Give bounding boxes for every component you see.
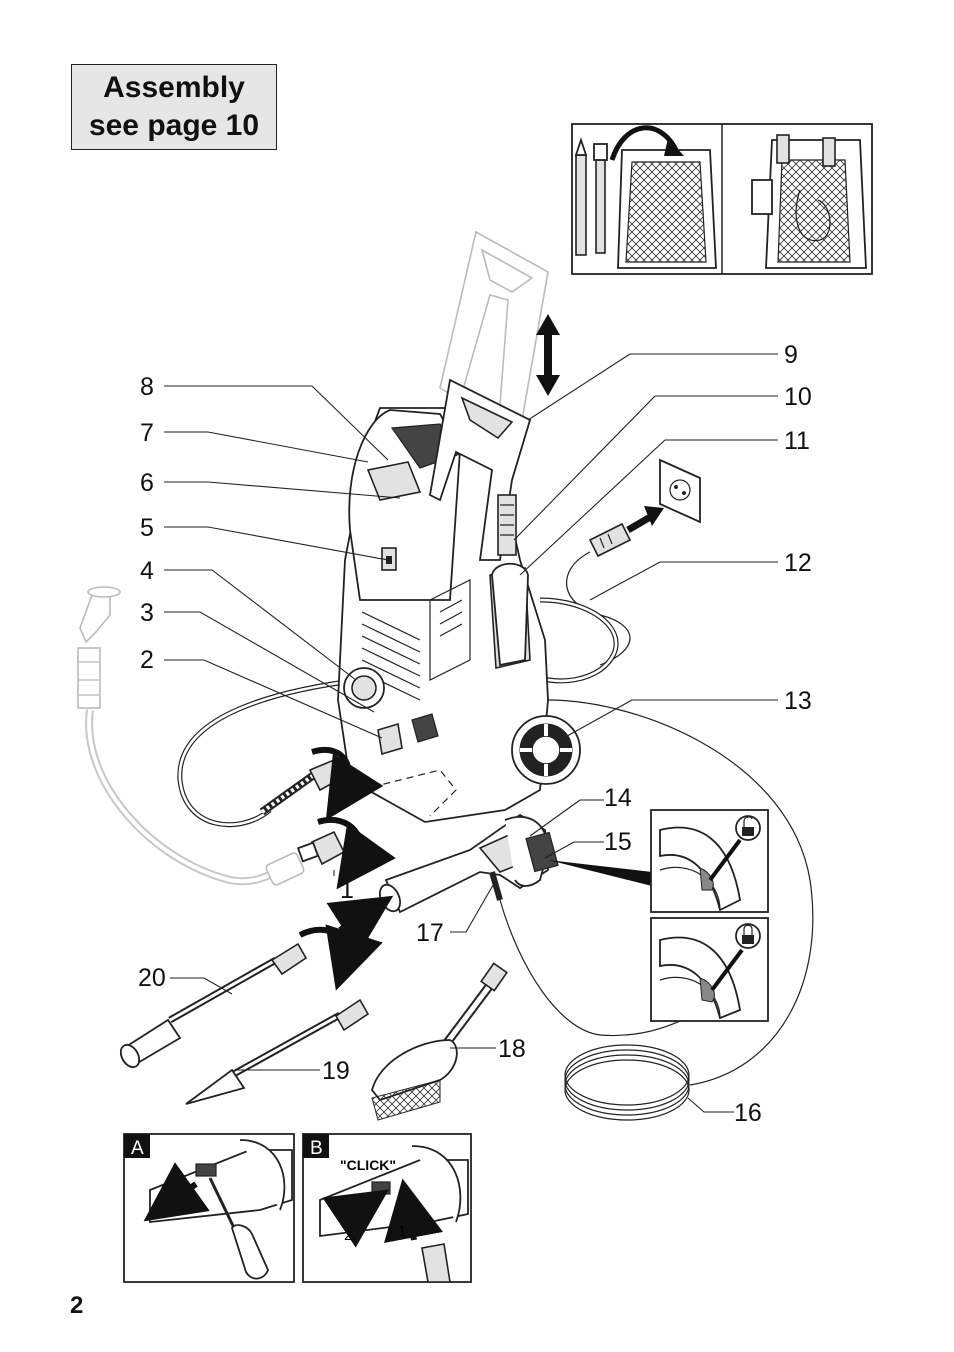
locked-padlock-icon <box>735 923 761 949</box>
cable-hook <box>497 494 517 556</box>
grille <box>361 611 421 701</box>
page-number: 2 <box>70 1292 84 1319</box>
callout-1: 1 <box>340 876 354 904</box>
rotate-arrow-lance <box>298 924 383 991</box>
storage-inset <box>571 123 873 275</box>
power-plug <box>588 522 632 558</box>
storage-inset-left <box>574 125 717 269</box>
callout-16: 16 <box>734 1099 762 1127</box>
safety-catch-unlocked-inset <box>650 809 769 913</box>
step2-arrow <box>322 1189 389 1248</box>
callout-19: 19 <box>322 1057 350 1085</box>
callout-numbers: 1 2 3 4 5 6 7 8 9 10 11 12 13 14 15 16 1… <box>138 341 812 1127</box>
callout-10: 10 <box>784 383 812 411</box>
inset-a: A <box>123 1133 295 1283</box>
trigger-gun <box>379 813 559 914</box>
water-faucet <box>77 586 121 709</box>
callout-20: 20 <box>138 964 166 992</box>
assembly-note: Assembly see page 10 <box>71 64 277 150</box>
storage-inset-right <box>751 134 867 269</box>
garden-hose-coupling <box>265 852 305 886</box>
click-text: "CLICK" <box>340 1157 396 1173</box>
callout-5: 5 <box>140 514 154 542</box>
callout-17: 17 <box>416 919 444 947</box>
power-cord <box>566 551 631 666</box>
callout-2: 2 <box>140 646 154 674</box>
hose-coil <box>564 1044 690 1121</box>
step2-label: 2. <box>344 1227 357 1244</box>
rotate-arrow-hose <box>311 747 384 821</box>
assembly-note-line1: Assembly <box>103 71 245 104</box>
water-inlet <box>377 722 403 756</box>
rotate-arrow-inlet <box>317 817 396 890</box>
pressure-washer-unit <box>337 378 581 823</box>
callout-8: 8 <box>140 373 154 401</box>
inset-b-label: B <box>310 1138 323 1159</box>
callout-11: 11 <box>784 427 810 455</box>
callout-12: 12 <box>784 549 812 577</box>
inset-a-label: A <box>131 1138 144 1159</box>
hose-hook <box>491 562 529 667</box>
callout-14: 14 <box>604 784 632 812</box>
callout-4: 4 <box>140 557 154 585</box>
callout-6: 6 <box>140 469 154 497</box>
dirt-blaster-lance <box>185 998 370 1105</box>
remove-arrow <box>143 1162 210 1222</box>
on-off-switch <box>343 667 385 709</box>
step1-arrow <box>384 1178 444 1244</box>
plug-direction-arrow <box>626 506 664 534</box>
inlet-coupling <box>296 830 346 866</box>
inset-b: B "CLICK" 2. 1. <box>302 1133 472 1283</box>
callout-9: 9 <box>784 341 798 369</box>
wheel <box>511 715 581 785</box>
wall-socket <box>659 458 701 524</box>
handle-extended <box>439 230 549 422</box>
callout-7: 7 <box>140 419 154 447</box>
unlocked-padlock-icon <box>735 815 761 841</box>
callout-18: 18 <box>498 1035 526 1063</box>
insert-arrow-gun <box>326 895 394 954</box>
assembly-note-line2: see page 10 <box>88 109 260 142</box>
safety-catch-locked-inset <box>650 917 769 1022</box>
high-pressure-outlet <box>411 713 439 743</box>
leader-lines <box>164 353 778 1113</box>
vario-power-lance <box>119 942 308 1069</box>
handle-adjust-arrow <box>536 314 560 396</box>
lock-zoom-pointer <box>548 860 652 886</box>
hose-fitting <box>259 758 344 816</box>
callout-3: 3 <box>140 599 154 627</box>
wash-brush <box>371 962 508 1121</box>
callout-13: 13 <box>784 687 812 715</box>
callout-15: 15 <box>604 828 632 856</box>
step1-label: 1. <box>398 1223 411 1240</box>
